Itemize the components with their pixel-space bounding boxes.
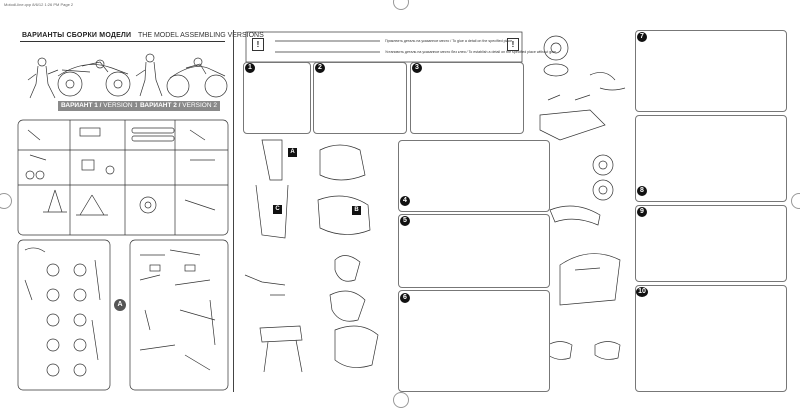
title-ru: ВАРИАНТЫ СБОРКИ МОДЕЛИ: [22, 32, 132, 39]
callout-a: A: [288, 148, 297, 157]
step-9-panel: [635, 205, 787, 282]
step-number-5: 5: [400, 216, 410, 226]
page-header: Motodl-line.qxp 8/6/12 1:26 PM Page 2: [4, 2, 74, 7]
note-glue: Приклеить деталь на указанное место / To…: [385, 39, 513, 43]
step-5-panel: [398, 214, 550, 288]
step-number-8: 8: [637, 186, 647, 196]
step-number-10: 10: [636, 287, 648, 297]
crop-mark-left: [0, 193, 12, 209]
warning-icon-right: !: [507, 38, 519, 51]
note-no-glue: Установить деталь на указанное место без…: [385, 50, 557, 54]
sprue-label-a: A: [114, 299, 126, 311]
step-number-4: 4: [400, 196, 410, 206]
step-6-panel: [398, 290, 550, 392]
title-rule: [20, 41, 225, 42]
step-number-1: 1: [245, 63, 255, 73]
callout-c: C: [273, 205, 282, 214]
step-3-panel: [410, 62, 524, 134]
step-10-panel: [635, 285, 787, 392]
version-1-ru: ВАРИАНТ 1: [61, 102, 98, 109]
step-2-panel: [313, 62, 407, 134]
step-number-7: 7: [637, 32, 647, 42]
step-number-9: 9: [637, 207, 647, 217]
version-2-label: ВАРИАНТ 2 / VERSION 2: [137, 101, 220, 111]
version-1-label: ВАРИАНТ 1 / VERSION 1: [58, 101, 141, 111]
page-divider: [233, 30, 234, 392]
callout-b: B: [352, 206, 361, 215]
step-7-panel: [635, 30, 787, 112]
step-number-2: 2: [315, 63, 325, 73]
step-1-panel: [243, 62, 311, 134]
step-8-panel: [635, 115, 787, 202]
version-1-en: VERSION 1: [103, 102, 138, 109]
version-2-ru: ВАРИАНТ 2: [140, 102, 177, 109]
step-4-panel: [398, 140, 550, 212]
title-en: THE MODEL ASSEMBLING VERSIONS: [138, 32, 264, 39]
step-number-6: 6: [400, 293, 410, 303]
version-2-en: VERSION 2: [182, 102, 217, 109]
step-number-3: 3: [412, 63, 422, 73]
crop-mark-right: [791, 193, 800, 209]
warning-icon-left: !: [252, 38, 264, 51]
